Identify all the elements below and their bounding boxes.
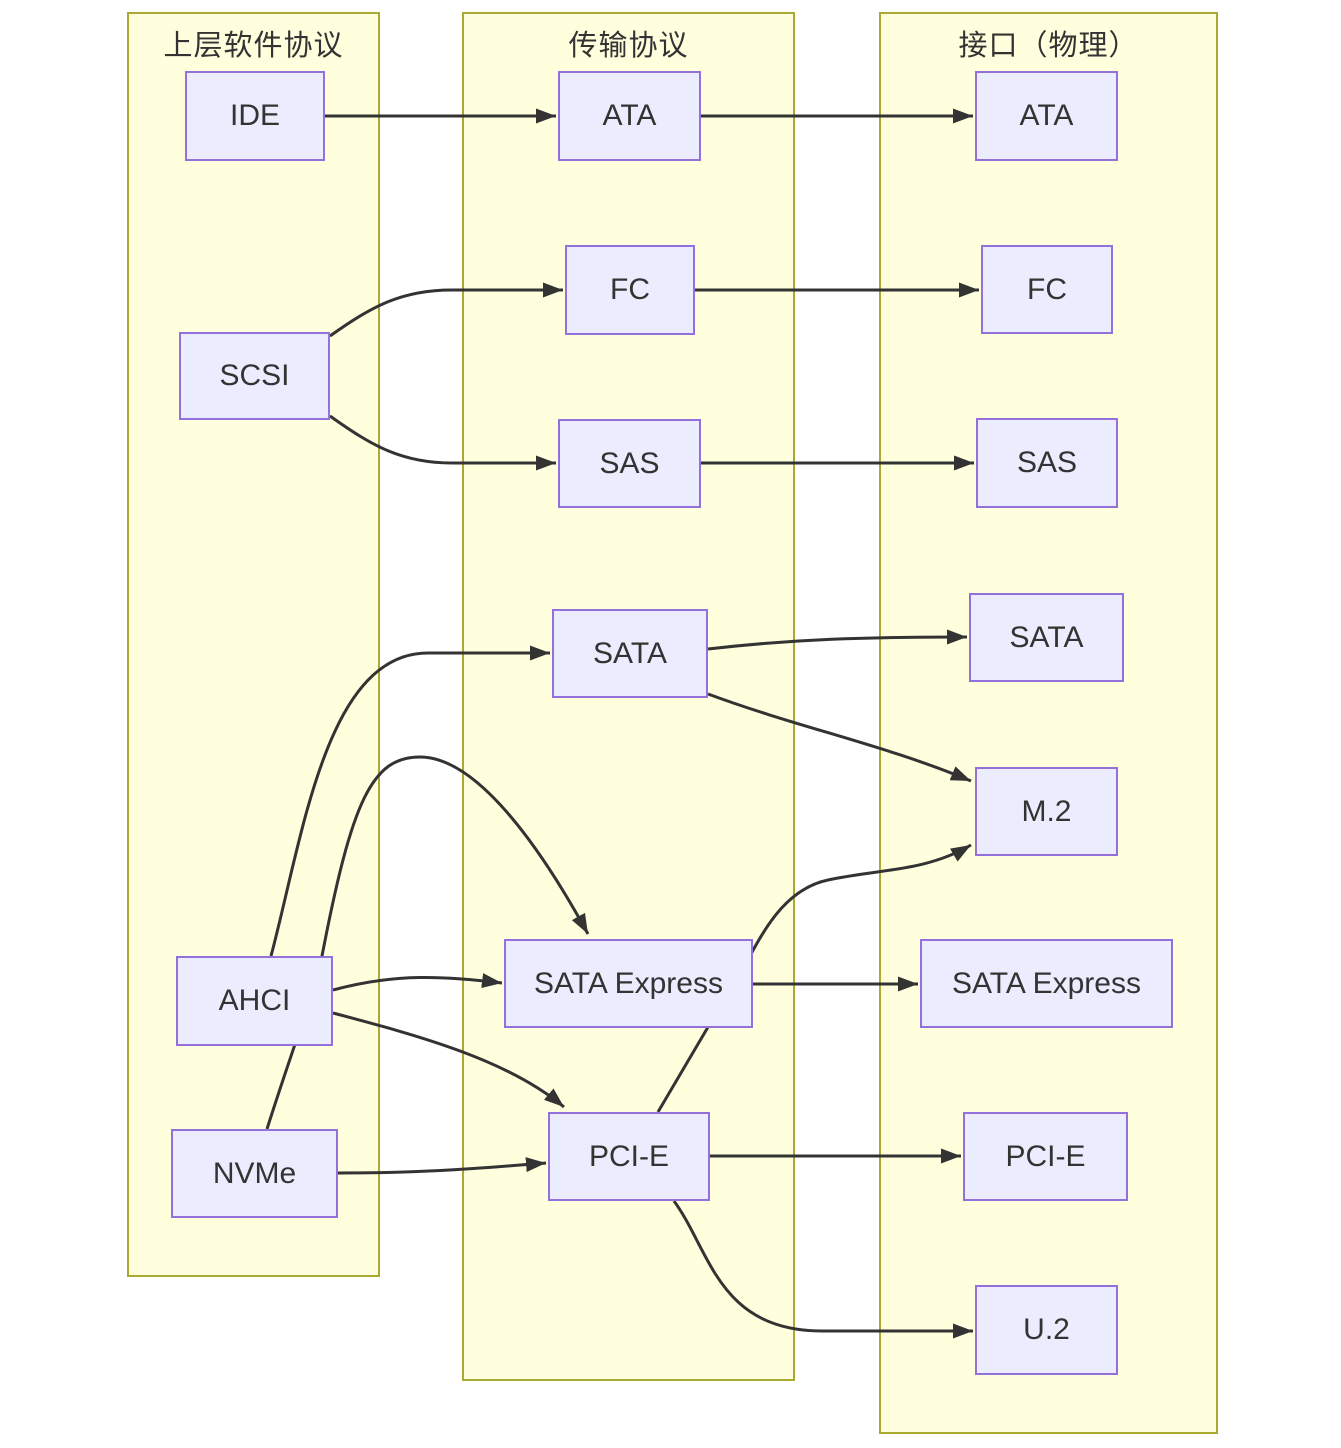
node-sas-interface: SAS: [976, 418, 1118, 508]
node-fc-interface: FC: [981, 245, 1113, 334]
node-sata-express-transport: SATA Express: [504, 939, 753, 1028]
node-ata-transport: ATA: [558, 71, 701, 161]
node-ata-interface: ATA: [975, 71, 1118, 161]
edge-group: [265, 108, 979, 1339]
column-title-transport: 传输协议: [568, 30, 689, 62]
edge-sata-transport-to-m2-interface: [707, 692, 972, 783]
node-sata-express-interface: SATA Express: [920, 939, 1173, 1028]
node-label-sata-transport: SATA: [593, 636, 667, 670]
node-label-ata-interface: ATA: [1019, 99, 1074, 132]
node-label-sata-interface: SATA: [1009, 620, 1084, 654]
edge-scsi-to-fc-transport: [329, 282, 563, 338]
node-sata-transport: SATA: [552, 609, 708, 698]
node-label-sata-express-interface: SATA Express: [952, 966, 1141, 1000]
edge-pcie-transport-to-u2-interface: [672, 1200, 973, 1339]
column-title-interface: 接口（物理）: [958, 30, 1139, 62]
node-label-nvme: NVMe: [212, 1156, 297, 1190]
node-m2-interface: M.2: [975, 767, 1118, 856]
edge-scsi-to-sas-transport: [329, 414, 556, 471]
node-scsi: SCSI: [179, 332, 330, 420]
node-sas-transport: SAS: [558, 419, 701, 508]
node-ahci: AHCI: [176, 956, 333, 1046]
node-pcie-interface: PCI-E: [963, 1112, 1128, 1201]
node-label-pcie-interface: PCI-E: [1005, 1139, 1086, 1173]
edge-ahci-to-sata-transport: [269, 645, 550, 957]
node-nvme: NVMe: [171, 1129, 338, 1218]
column-title-software: 上层软件协议: [163, 30, 344, 62]
node-fc-transport: FC: [565, 245, 695, 335]
node-sata-interface: SATA: [969, 593, 1124, 682]
edge-sata-transport-to-sata-interface: [707, 629, 968, 651]
edge-ahci-to-sata-express-transport: [332, 973, 503, 992]
edge-pcie-transport-to-m2-interface: [656, 843, 972, 1113]
node-label-scsi: SCSI: [219, 359, 290, 392]
node-ide: IDE: [185, 71, 325, 161]
node-label-sas-transport: SAS: [599, 446, 660, 480]
node-label-ide: IDE: [229, 99, 280, 132]
node-pcie-transport: PCI-E: [548, 1112, 710, 1201]
node-label-u2-interface: U.2: [1023, 1313, 1070, 1346]
node-label-fc-transport: FC: [610, 273, 650, 306]
node-label-sata-express-transport: SATA Express: [534, 966, 723, 1000]
node-label-ata-transport: ATA: [602, 99, 657, 132]
node-label-ahci: AHCI: [218, 984, 291, 1017]
node-label-pcie-transport: PCI-E: [588, 1139, 669, 1173]
edge-nvme-to-pcie-transport: [337, 1157, 547, 1175]
column-software: 上层软件协议: [127, 12, 380, 1277]
node-label-fc-interface: FC: [1027, 272, 1067, 306]
node-label-sas-interface: SAS: [1016, 446, 1078, 479]
edge-ahci-to-pcie-transport: [332, 1011, 565, 1109]
node-u2-interface: U.2: [975, 1285, 1118, 1375]
node-label-m2-interface: M.2: [1021, 794, 1072, 828]
